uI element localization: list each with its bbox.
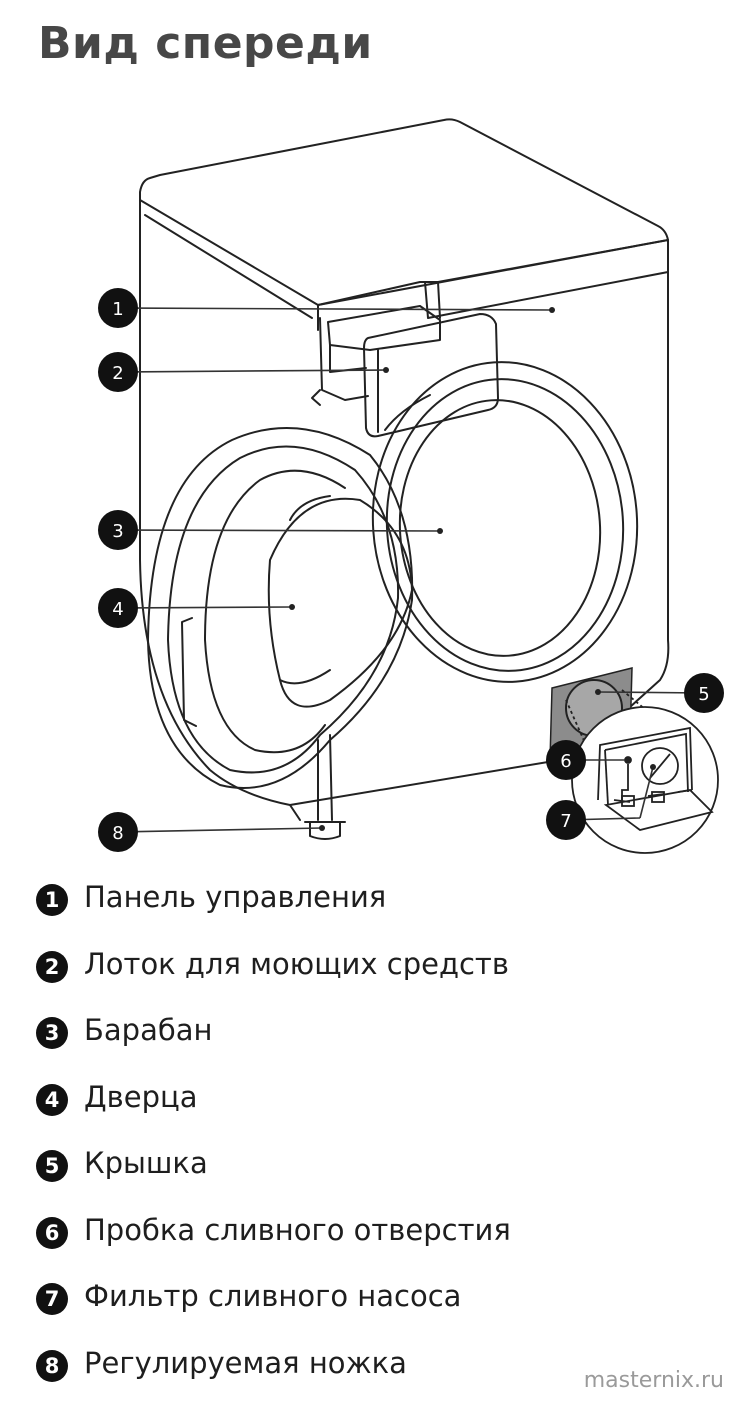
top-panel-edge: [139, 199, 669, 306]
callout-2: 2: [98, 352, 138, 392]
legend-label: Пробка сливного отверстия: [84, 1212, 511, 1247]
leader-lines: [117, 307, 705, 833]
callout-8: 8: [98, 812, 138, 852]
watermark: masternix.ru: [583, 1368, 724, 1393]
legend-label: Панель управления: [84, 880, 387, 914]
legend-number: 7: [36, 1283, 68, 1315]
callout-6: 6: [546, 740, 586, 780]
callout-6-label: 6: [560, 751, 571, 772]
legend-label: Регулируемая ножка: [84, 1345, 407, 1380]
leader-dots: [289, 307, 656, 831]
callout-1-label: 1: [112, 299, 123, 320]
callout-1: 1: [98, 288, 138, 328]
control-panel: [317, 239, 669, 319]
legend-number: 5: [36, 1150, 68, 1182]
callout-7: 7: [546, 800, 586, 840]
page-title: Вид спереди: [38, 18, 373, 69]
callout-4: 4: [98, 588, 138, 628]
callout-4-label: 4: [112, 599, 123, 620]
dispenser-opening: [319, 317, 369, 401]
callout-8-label: 8: [112, 823, 123, 844]
callout-3-label: 3: [112, 521, 123, 542]
callout-7-label: 7: [560, 811, 571, 832]
detergent-drawer: [327, 305, 441, 351]
legend-number: 2: [36, 950, 68, 983]
door-handle: [181, 617, 197, 727]
legend-label: Фильтр сливного насоса: [84, 1279, 462, 1313]
door-outer: [147, 427, 414, 789]
drum-outer-ring: [371, 361, 639, 683]
legend-label: Крышка: [84, 1146, 208, 1180]
legend-number: 8: [36, 1349, 68, 1382]
washing-machine-diagram: 1 2 3 4 5 6 7 8: [98, 118, 724, 854]
door-glass: [267, 497, 413, 708]
callout-2-label: 2: [112, 363, 123, 384]
legend-number: 3: [36, 1017, 68, 1049]
adjustable-foot: [309, 821, 341, 840]
cabinet-outline: [139, 118, 670, 806]
legend-label: Лоток для моющих средств: [84, 946, 509, 981]
callout-3: 3: [98, 510, 138, 550]
legend-number: 4: [36, 1083, 68, 1116]
legend-label: Барабан: [84, 1013, 213, 1047]
callout-5: 5: [684, 673, 724, 713]
callout-5-label: 5: [698, 684, 709, 705]
legend-number: 6: [36, 1216, 68, 1249]
legend-label: Дверца: [84, 1079, 198, 1114]
legend-number: 1: [36, 884, 68, 916]
